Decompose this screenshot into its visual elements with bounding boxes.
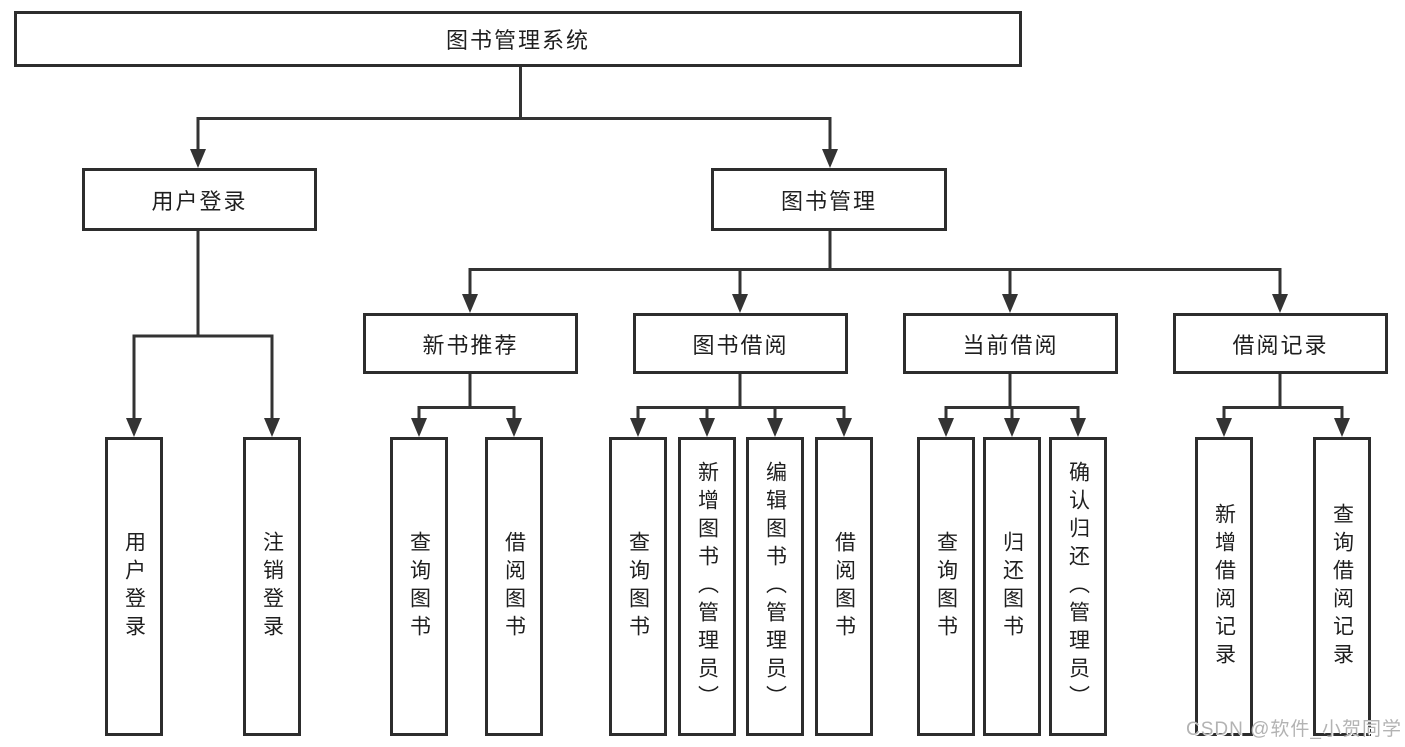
connector-borrow-records-to-leaves: [1216, 374, 1350, 437]
node-new-book-recommendation: 新书推荐: [363, 313, 578, 374]
connector-book-mgmt-to-level3: [462, 231, 1288, 313]
node-borrowing-records: 借阅记录: [1173, 313, 1388, 374]
arrowhead-icon: [732, 294, 748, 313]
arrowhead-icon: [411, 418, 427, 437]
arrowhead-icon: [126, 418, 142, 437]
node-current-borrowing: 当前借阅: [903, 313, 1118, 374]
node-br-add-borrow-record: 新增借阅记录: [1195, 437, 1253, 736]
node-nbr-borrow-books: 借阅图书: [485, 437, 543, 736]
arrowhead-icon: [1004, 418, 1020, 437]
connector-user-login-to-leaves: [126, 231, 280, 437]
node-book-management: 图书管理: [711, 168, 947, 231]
arrowhead-icon: [1070, 418, 1086, 437]
connector-book-borrow-to-leaves: [630, 374, 852, 437]
node-nbr-query-books: 查询图书: [390, 437, 448, 736]
arrowhead-icon: [190, 149, 206, 168]
node-logout-action: 注销登录: [243, 437, 301, 736]
connector-new-book-to-leaves: [411, 374, 522, 437]
node-library-management-system: 图书管理系统: [14, 11, 1022, 67]
arrowhead-icon: [1216, 418, 1232, 437]
arrowhead-icon: [822, 149, 838, 168]
arrowhead-icon: [506, 418, 522, 437]
connector-root-to-level2: [190, 67, 838, 168]
arrowhead-icon: [630, 418, 646, 437]
node-user-login-action: 用户登录: [105, 437, 163, 736]
watermark: CSDN @软件_小贺同学: [1186, 719, 1402, 740]
node-cb-confirm-return-admin: 确认归还（管理员）: [1049, 437, 1107, 736]
arrowhead-icon: [836, 418, 852, 437]
arrowhead-icon: [1002, 294, 1018, 313]
arrowhead-icon: [462, 294, 478, 313]
arrowhead-icon: [264, 418, 280, 437]
arrowhead-icon: [1272, 294, 1288, 313]
node-cb-return-books: 归还图书: [983, 437, 1041, 736]
arrowhead-icon: [767, 418, 783, 437]
node-book-borrowing: 图书借阅: [633, 313, 848, 374]
node-bb-edit-books-admin: 编辑图书（管理员）: [746, 437, 804, 736]
node-bb-query-books: 查询图书: [609, 437, 667, 736]
node-bb-borrow-books: 借阅图书: [815, 437, 873, 736]
node-br-query-borrow-record: 查询借阅记录: [1313, 437, 1371, 736]
node-bb-add-books-admin: 新增图书（管理员）: [678, 437, 736, 736]
arrowhead-icon: [1334, 418, 1350, 437]
node-cb-query-books: 查询图书: [917, 437, 975, 736]
arrowhead-icon: [938, 418, 954, 437]
arrowhead-icon: [699, 418, 715, 437]
connector-current-borrow-to-leaves: [938, 374, 1086, 437]
node-user-login: 用户登录: [82, 168, 317, 231]
